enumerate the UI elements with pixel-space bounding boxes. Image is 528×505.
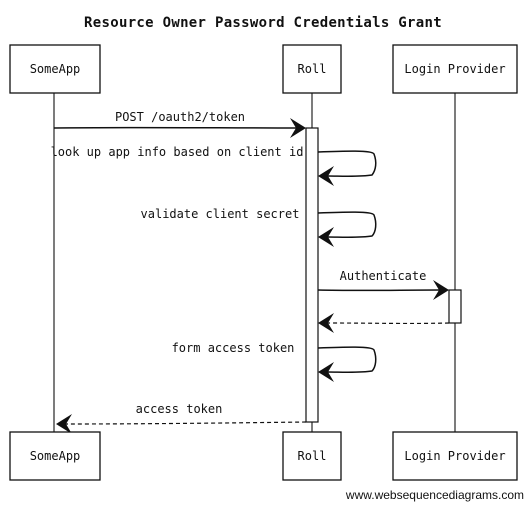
arrowhead bbox=[318, 362, 334, 382]
arrowhead bbox=[318, 227, 334, 247]
arrowhead bbox=[318, 166, 334, 186]
participant-someapp-bottom: SomeApp bbox=[9, 431, 101, 481]
arrowhead bbox=[433, 280, 449, 300]
message-access-token-return: access token bbox=[56, 402, 307, 434]
message-label: access token bbox=[136, 402, 223, 416]
participant-label: Login Provider bbox=[404, 449, 505, 463]
participant-label: SomeApp bbox=[30, 62, 81, 76]
message-label: form access token bbox=[172, 341, 295, 355]
participant-roll-bottom: Roll bbox=[282, 431, 342, 481]
message-post-token: POST /oauth2/token bbox=[53, 110, 306, 138]
participant-label: SomeApp bbox=[30, 449, 81, 463]
activation-login-provider bbox=[448, 289, 462, 324]
participant-label: Roll bbox=[298, 449, 327, 463]
participant-someapp-top: SomeApp bbox=[9, 44, 101, 94]
activation-roll bbox=[305, 127, 319, 423]
message-lookup-app-info: look up app info based on client id bbox=[51, 145, 377, 186]
participant-label: Roll bbox=[298, 62, 327, 76]
footer-watermark-link[interactable]: www.websequencediagrams.com bbox=[345, 488, 524, 502]
arrowhead bbox=[56, 414, 72, 434]
participant-roll-top: Roll bbox=[282, 44, 342, 94]
participant-login-provider-bottom: Login Provider bbox=[392, 431, 518, 481]
message-authenticate-return bbox=[318, 313, 450, 333]
message-label: Authenticate bbox=[340, 269, 427, 283]
message-label: look up app info based on client id bbox=[51, 145, 304, 159]
arrowhead bbox=[318, 313, 334, 333]
message-validate-secret: validate client secret bbox=[141, 207, 377, 247]
participant-login-provider-top: Login Provider bbox=[392, 44, 518, 94]
message-authenticate: Authenticate bbox=[317, 269, 449, 300]
diagram-title: Resource Owner Password Credentials Gran… bbox=[84, 15, 442, 31]
message-label: POST /oauth2/token bbox=[115, 110, 245, 124]
message-label: validate client secret bbox=[141, 207, 300, 221]
arrowhead bbox=[290, 118, 306, 138]
message-form-access-token: form access token bbox=[172, 341, 377, 382]
participant-label: Login Provider bbox=[404, 62, 505, 76]
